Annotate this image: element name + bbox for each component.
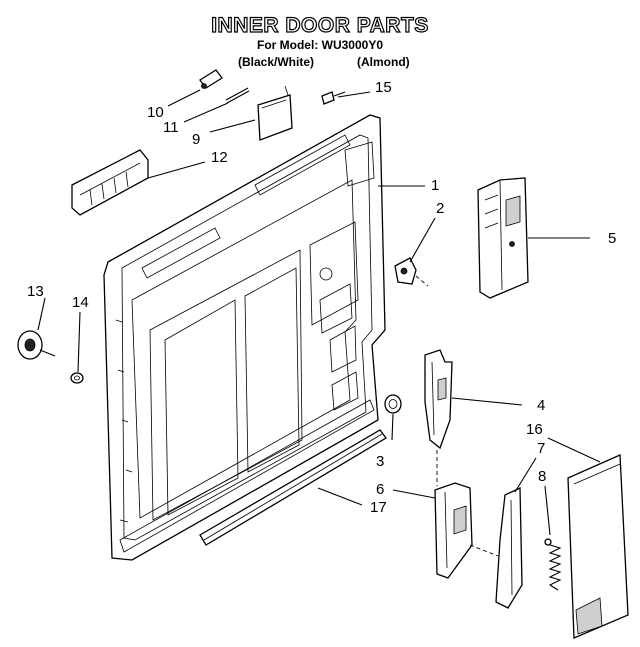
part-3-knob (384, 394, 402, 414)
part-6-bracket (434, 482, 473, 579)
part-10-knob (199, 69, 223, 89)
part-12-handle (71, 149, 149, 216)
leader-lines (37, 89, 601, 536)
part-15-screw (321, 91, 346, 105)
inner-door-panel (103, 114, 386, 561)
part-5-dispenser (477, 177, 529, 299)
part-7-slide-arm (469, 486, 523, 609)
callout-14: 14 (72, 294, 89, 311)
callout-1: 1 (431, 177, 439, 194)
callout-4: 4 (537, 397, 545, 414)
callout-16: 16 (526, 421, 543, 438)
callout-15: 15 (375, 79, 392, 96)
callout-5: 5 (608, 230, 616, 247)
callout-6: 6 (376, 481, 384, 498)
variant-almond: (Almond) (357, 55, 410, 69)
callout-10: 10 (147, 104, 164, 121)
model-line: For Model: WU3000Y0 (256, 38, 384, 52)
callout-9: 9 (192, 131, 200, 148)
part-4-bracket (424, 349, 453, 486)
callout-labels: 1 2 3 4 5 6 7 8 9 10 11 12 13 14 15 16 1… (27, 79, 616, 516)
callout-2: 2 (436, 200, 444, 217)
part-11-rod (225, 87, 250, 104)
diagram-title: INNER DOOR PARTS (211, 13, 429, 37)
callout-12: 12 (211, 149, 228, 166)
callout-11: 11 (163, 119, 179, 136)
part-16-side-panel (567, 454, 629, 639)
callout-7: 7 (537, 440, 545, 457)
part-14-washer (70, 372, 84, 384)
part-2-latch (394, 257, 429, 287)
callout-17: 17 (370, 499, 387, 516)
callout-8: 8 (538, 468, 546, 485)
variant-black-white: (Black/White) (238, 55, 315, 69)
part-13-pulley (17, 330, 56, 360)
callout-3: 3 (376, 453, 384, 470)
part-17-trim-strip (199, 429, 387, 546)
part-9-cover (257, 85, 293, 141)
callout-13: 13 (27, 283, 44, 300)
part-8-spring (544, 538, 562, 591)
